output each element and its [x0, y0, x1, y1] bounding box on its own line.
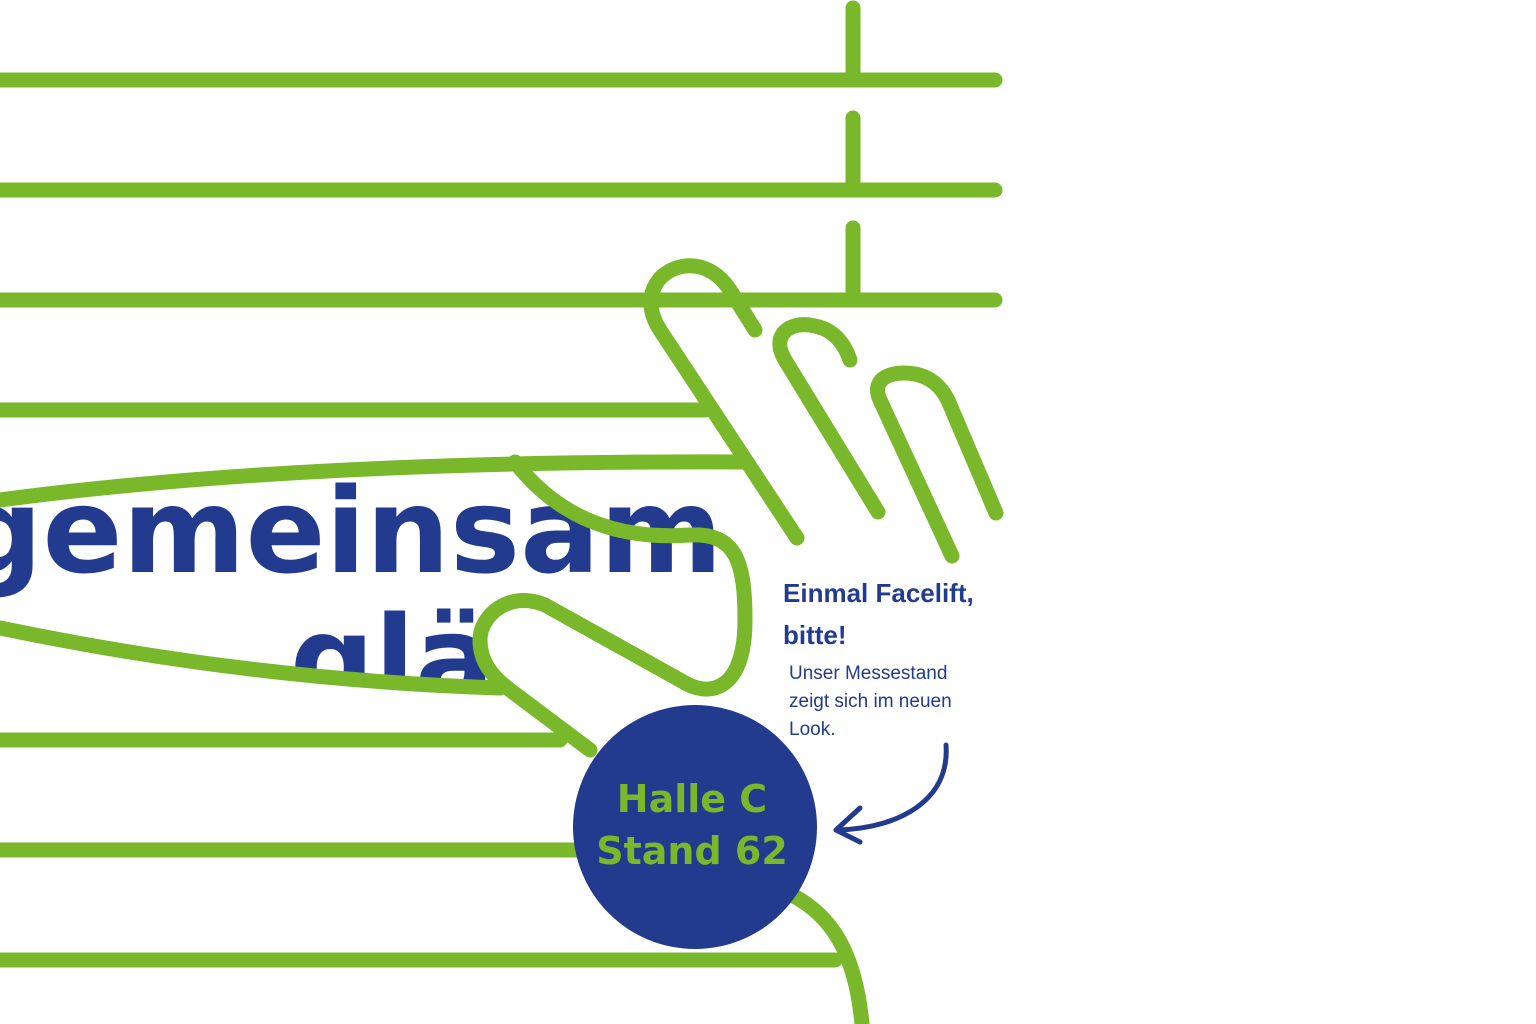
blind-slats	[0, 72, 1003, 968]
hand-finger-middle	[772, 317, 886, 520]
callout-title: Einmal Facelift, bitte!	[783, 578, 974, 650]
hand-finger-ring	[870, 365, 1004, 564]
bent-slat-bottom	[0, 620, 508, 696]
headline-group: gemeinsam glä	[0, 462, 723, 728]
hand-finger-index	[643, 258, 805, 546]
hand-thumb	[472, 454, 753, 758]
opening-outline	[0, 454, 753, 696]
arrow-icon	[833, 742, 949, 845]
callout: Einmal Facelift, bitte! Unser Messestand…	[783, 572, 1033, 744]
hand-icon	[472, 258, 1004, 1024]
badge-line-2: Stand 62	[596, 829, 788, 873]
badge-line-1: Halle C	[617, 777, 767, 821]
callout-subtitle: Unser Messestand zeigt sich im neuen Loo…	[789, 663, 952, 740]
hand-wrist	[784, 887, 870, 1024]
location-badge	[573, 705, 817, 949]
bent-slat-top	[0, 454, 753, 508]
headline-line-2: glä	[290, 590, 495, 728]
